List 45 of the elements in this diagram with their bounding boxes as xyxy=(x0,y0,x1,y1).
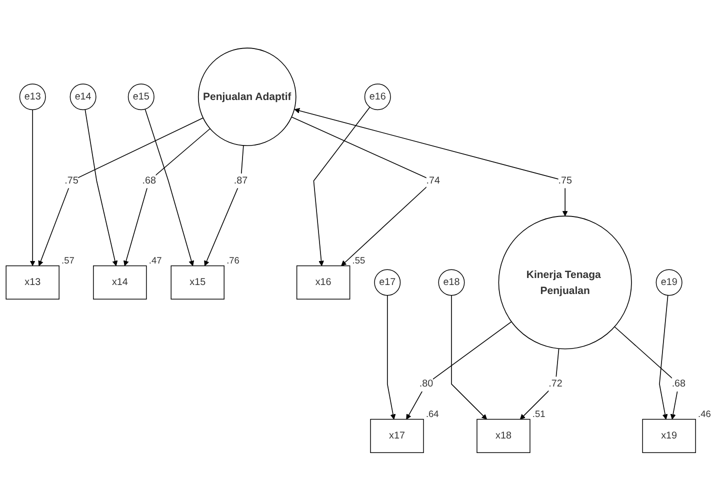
arrow xyxy=(614,326,680,420)
node-circle: e16 xyxy=(364,84,391,110)
node-box: x15 xyxy=(170,266,224,300)
edge-label: .68 xyxy=(142,175,156,186)
squared-correlation-value: .76 xyxy=(226,255,240,266)
squared-correlation-value: .51 xyxy=(532,408,546,419)
edge-label: .80 xyxy=(419,378,434,390)
squared-correlation-value: .47 xyxy=(148,255,162,266)
node-circle: e14 xyxy=(70,84,96,110)
squared-correlation-value: .57 xyxy=(62,255,74,266)
node-box: x19 xyxy=(642,419,696,454)
node-box: x13 xyxy=(6,266,60,300)
node-circle: e15 xyxy=(128,84,154,110)
arrow xyxy=(84,109,118,266)
arrow xyxy=(30,109,36,266)
squared-correlation-value: .55 xyxy=(352,255,366,266)
edge-label: .68 xyxy=(672,378,686,390)
arrow xyxy=(659,295,668,420)
node-box: x18 xyxy=(476,419,530,454)
node-circle: Kinerja Tenaga Penjualan xyxy=(498,216,632,350)
edge-label: .72 xyxy=(548,378,562,390)
arrow xyxy=(520,348,560,420)
arrow xyxy=(123,128,210,266)
arrow xyxy=(294,108,568,216)
node-box: x14 xyxy=(93,266,147,300)
node-box: x16 xyxy=(296,266,350,300)
node-circle: e17 xyxy=(374,269,401,296)
arrow xyxy=(38,118,204,266)
arrow xyxy=(144,108,194,266)
squared-correlation-value: .64 xyxy=(426,408,439,419)
edge-label: .75 xyxy=(64,175,78,186)
arrow xyxy=(406,321,512,420)
arrow xyxy=(204,145,244,266)
node-circle: e13 xyxy=(19,84,46,110)
arrow xyxy=(313,106,370,266)
arrow xyxy=(451,295,487,420)
node-circle: e19 xyxy=(656,269,682,296)
node-circle: e18 xyxy=(438,269,465,296)
edge-label: .75 xyxy=(558,175,572,186)
node-box: x17 xyxy=(370,419,424,454)
node-circle: Penjualan Adaptif xyxy=(198,48,296,146)
arrow xyxy=(387,295,396,420)
edge-label: .74 xyxy=(426,175,440,186)
edge-label: .87 xyxy=(234,175,248,186)
squared-correlation-value: .46 xyxy=(698,408,711,419)
